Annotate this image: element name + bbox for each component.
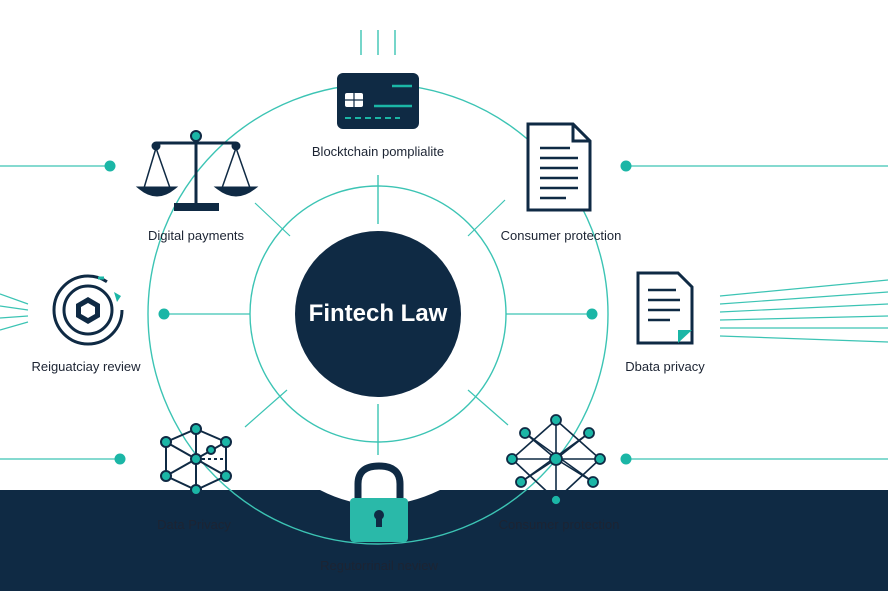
right-connectors [626, 165, 888, 460]
label-digital-payments: Digital payments [147, 228, 245, 243]
connector-dots [104, 160, 632, 465]
label-consumer-protection-bottom: Consumer protection [498, 517, 620, 532]
label-data-privacy-right: Dbata privacy [625, 359, 705, 374]
network-cube-icon [160, 423, 232, 496]
top-connector-lines [360, 30, 396, 455]
hexagon-shield-icon [52, 274, 124, 346]
scales-of-justice-icon [135, 130, 259, 211]
bottom-band [0, 490, 888, 591]
padlock-icon [350, 462, 408, 542]
label-regulatory-review-left: Reiguatciay review [31, 359, 141, 374]
label-regulatory-review-bottom: Regutorrinail neview [320, 558, 438, 573]
document-icon-top-right [526, 122, 592, 212]
network-graph-icon [506, 414, 606, 506]
center-circle [295, 231, 461, 397]
document-icon-right [636, 271, 694, 345]
left-connectors [0, 165, 120, 460]
radial-spokes [164, 199, 592, 428]
label-data-privacy-bottom: Data Privacy [157, 517, 231, 532]
credit-card-icon [337, 73, 419, 129]
label-blockchain: Blocktchain pomplialite [311, 144, 445, 159]
center-title: Fintech Law [308, 300, 448, 327]
label-consumer-protection-top: Consumer protection [500, 228, 622, 243]
